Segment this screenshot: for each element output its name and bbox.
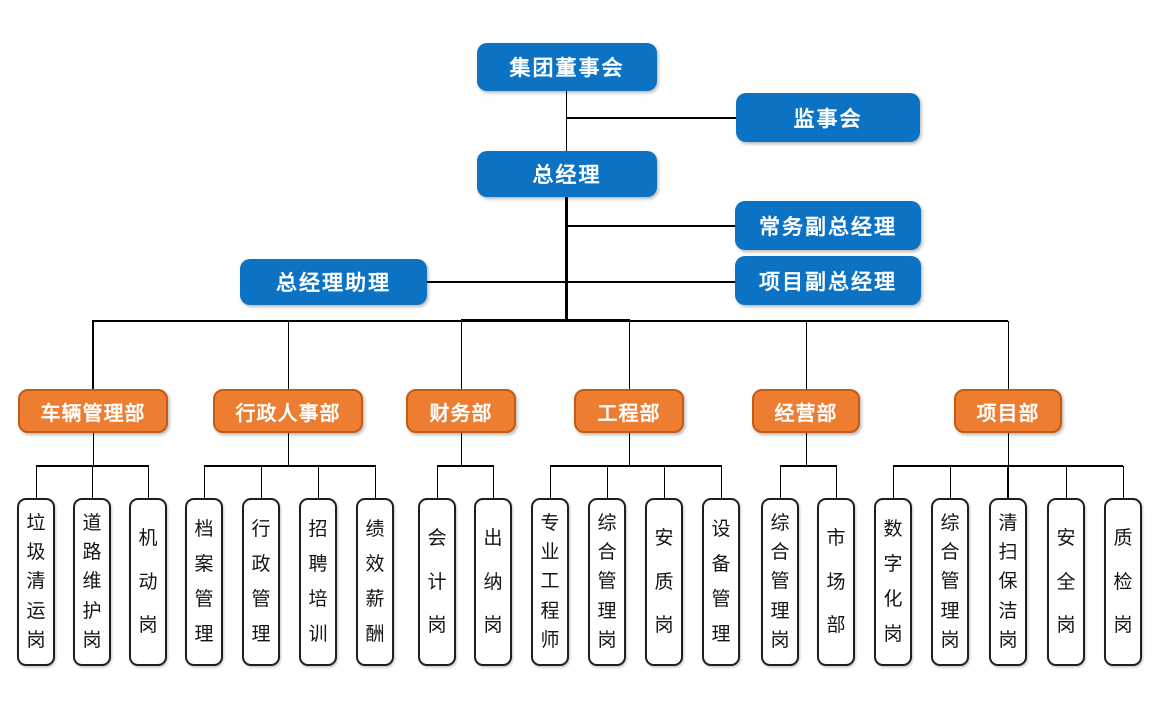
connector-stem-dept5 xyxy=(805,433,807,466)
node-post: 垃圾清运岗 xyxy=(17,498,55,666)
connector-subbus-dept2 xyxy=(204,465,376,467)
connector-post-drop xyxy=(1122,466,1124,498)
node-dept-operations: 经营部 xyxy=(752,389,860,433)
connector-stem-dept4 xyxy=(628,433,630,466)
node-board: 集团董事会 xyxy=(477,43,657,91)
connector-drop-dept6 xyxy=(1007,321,1009,389)
connector-post-drop xyxy=(436,466,438,498)
connector-post-drop xyxy=(835,466,837,498)
connector-post-drop xyxy=(317,466,319,498)
node-post: 清扫保洁岗 xyxy=(989,498,1027,666)
node-dept-finance: 财务部 xyxy=(406,389,516,433)
connector-post-drop xyxy=(606,466,608,498)
connector-drop-dept4 xyxy=(628,321,630,389)
node-gm-assistant: 总经理助理 xyxy=(240,259,427,305)
node-dept-admin-hr: 行政人事部 xyxy=(213,389,363,433)
connector-post-drop xyxy=(91,466,93,498)
connector-drop-dept2 xyxy=(287,321,289,389)
node-post: 招聘培训 xyxy=(299,498,337,666)
node-post: 综合管理岗 xyxy=(761,498,799,666)
connector-post-drop xyxy=(779,466,781,498)
connector-post-drop xyxy=(1007,466,1009,498)
connector-to-exec-deputy xyxy=(566,225,735,227)
node-post: 质检岗 xyxy=(1104,498,1142,666)
connector-subbus-dept3 xyxy=(437,465,494,467)
connector-subbus-dept5 xyxy=(780,465,837,467)
connector-drop-dept3 xyxy=(460,321,462,389)
node-post: 市场部 xyxy=(817,498,855,666)
connector-post-drop xyxy=(1065,466,1067,498)
connector-assistant-deputy xyxy=(427,281,735,283)
node-post: 安质岗 xyxy=(645,498,683,666)
node-post: 综合管理岗 xyxy=(588,498,626,666)
connector-post-drop xyxy=(549,466,551,498)
connector-drop-dept5 xyxy=(805,321,807,389)
connector-post-drop xyxy=(374,466,376,498)
connector-post-drop xyxy=(663,466,665,498)
connector-subbus-dept1 xyxy=(36,465,149,467)
node-dept-project: 项目部 xyxy=(954,389,1062,433)
node-post: 绩效薪酬 xyxy=(356,498,394,666)
connector-stem-dept6 xyxy=(1007,433,1009,466)
connector-post-drop xyxy=(203,466,205,498)
node-post: 设备管理 xyxy=(702,498,740,666)
connector-post-drop xyxy=(949,466,951,498)
connector-stem-dept3 xyxy=(460,433,462,466)
node-executive-deputy-gm: 常务副总经理 xyxy=(735,201,921,250)
node-post: 综合管理岗 xyxy=(931,498,969,666)
connector-post-drop xyxy=(720,466,722,498)
connector-drop-dept1 xyxy=(92,321,94,389)
connector-to-supervisory xyxy=(566,117,736,119)
node-general-manager: 总经理 xyxy=(477,151,657,197)
node-post: 数字化岗 xyxy=(874,498,912,666)
node-dept-engineering: 工程部 xyxy=(574,389,684,433)
node-post: 安全岗 xyxy=(1047,498,1085,666)
connector-trunk xyxy=(565,197,568,321)
connector-subbus-dept6 xyxy=(893,465,1123,467)
connector-post-drop xyxy=(892,466,894,498)
node-post: 专业工程师 xyxy=(531,498,569,666)
node-post: 机动岗 xyxy=(129,498,167,666)
connector-post-drop xyxy=(35,466,37,498)
connector-stem-dept1 xyxy=(92,433,94,466)
node-supervisory-board: 监事会 xyxy=(736,93,920,142)
node-post: 档案管理 xyxy=(185,498,223,666)
connector-post-drop xyxy=(260,466,262,498)
connector-post-drop xyxy=(147,466,149,498)
node-post: 道路维护岗 xyxy=(73,498,111,666)
connector-post-drop xyxy=(492,466,494,498)
node-dept-vehicle-management: 车辆管理部 xyxy=(18,389,168,433)
node-post: 行政管理 xyxy=(242,498,280,666)
connector-board-to-gm xyxy=(565,91,567,151)
node-post: 出纳岗 xyxy=(474,498,512,666)
connector-dept-bus-thick xyxy=(461,319,630,322)
connector-stem-dept2 xyxy=(287,433,289,466)
connector-subbus-dept4 xyxy=(550,465,722,467)
node-post: 会计岗 xyxy=(418,498,456,666)
node-project-deputy-gm: 项目副总经理 xyxy=(735,256,921,305)
